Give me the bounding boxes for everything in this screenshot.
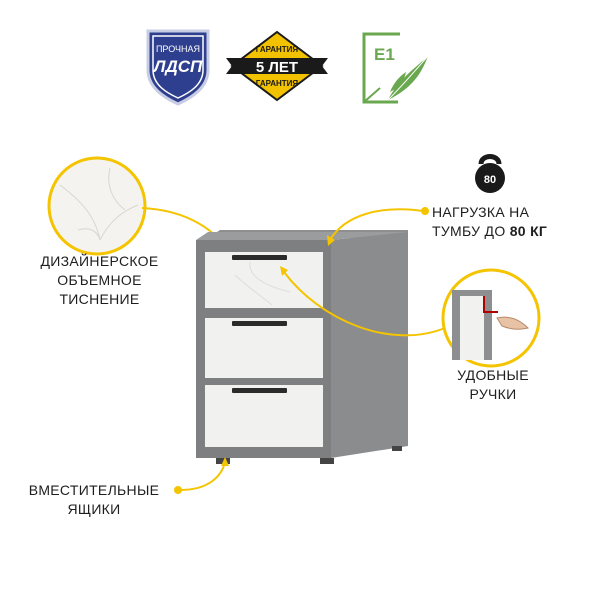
- texture-caption-line2: ОБЪЕМНОЕ: [57, 272, 142, 288]
- drawer-handles: [232, 255, 287, 393]
- handles-caption: УДОБНЫЕ РУЧКИ: [448, 366, 538, 404]
- kettlebell-icon: 80: [470, 150, 510, 194]
- ldsp-badge-main-label: ЛДСП: [152, 57, 203, 76]
- texture-caption-line1: ДИЗАЙНЕРСКОЕ: [40, 253, 159, 269]
- load-caption-line1: НАГРУЗКА НА: [432, 204, 530, 220]
- kettlebell-weight-label: 80: [483, 174, 497, 186]
- load-caption-max-weight: 80 КГ: [509, 223, 548, 239]
- drawers-caption-line2: ЯЩИКИ: [67, 501, 121, 517]
- drawers-caption: ВМЕСТИТЕЛЬНЫЕ ЯЩИКИ: [14, 481, 174, 519]
- handles-caption-line2: РУЧКИ: [469, 386, 517, 402]
- drawers-caption-line1: ВМЕСТИТЕЛЬНЫЕ: [28, 482, 160, 498]
- warranty-badge: ГАРАНТИЯ 5 ЛЕТ ГАРАНТИЯ: [222, 30, 332, 102]
- texture-caption-line3: ТИСНЕНИЕ: [59, 291, 140, 307]
- texture-sample-circle: [47, 156, 147, 256]
- eco-e1-label: E1: [374, 45, 395, 64]
- eco-e1-badge: E1: [358, 30, 432, 106]
- ldsp-badge-top-label: ПРОЧНАЯ: [156, 44, 200, 54]
- warranty-badge-top-label: ГАРАНТИЯ: [256, 45, 299, 54]
- warranty-badge-bottom-label: ГАРАНТИЯ: [256, 79, 299, 88]
- load-caption: НАГРУЗКА НА ТУМБУ ДО 80 КГ: [432, 203, 547, 241]
- load-caption-line2: ТУМБУ ДО 80 КГ: [432, 223, 548, 239]
- warranty-badge-main-label: 5 ЛЕТ: [256, 59, 298, 76]
- handles-caption-line1: УДОБНЫЕ: [457, 367, 529, 383]
- handle-detail-circle: [441, 268, 541, 368]
- texture-caption: ДИЗАЙНЕРСКОЕ ОБЪЕМНОЕ ТИСНЕНИЕ: [22, 252, 177, 309]
- drawer-fronts: [205, 252, 323, 447]
- ldsp-badge: ПРОЧНАЯ ЛДСП: [143, 28, 213, 106]
